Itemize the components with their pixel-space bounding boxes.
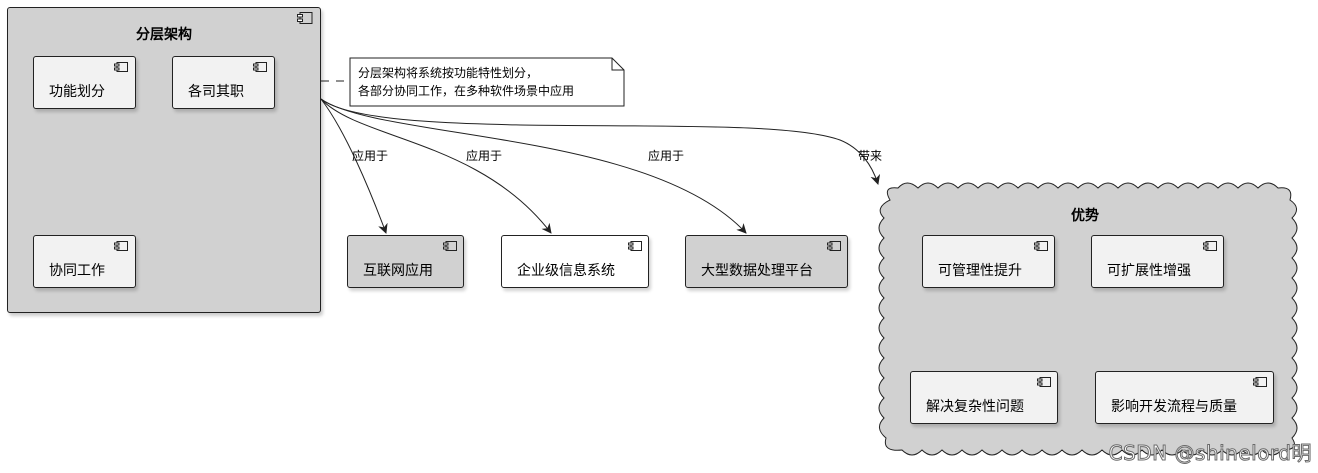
note-line-1: 分层架构将系统按功能特性划分， [358,66,539,80]
component-label: 企业级信息系统 [517,263,615,279]
component-icon [1034,241,1048,251]
component-big-data-platform: 大型数据处理平台 [685,235,848,288]
advantages-title: 优势 [1071,208,1099,224]
component-label: 大型数据处理平台 [701,263,813,279]
component-label: 协同工作 [49,263,105,279]
note-fold [611,58,624,71]
component-label: 解决复杂性问题 [926,399,1024,415]
component-label: 各司其职 [188,84,244,100]
component-responsibility: 各司其职 [172,56,275,109]
component-icon [628,241,642,251]
arrow-to-advantages [320,98,881,185]
component-icon [114,241,128,251]
note-line-2: 各部分协同工作，在多种软件场景中应用 [358,84,575,98]
edge-label-applied-1: 应用于 [352,149,389,163]
component-label: 影响开发流程与质量 [1111,399,1237,415]
edge-label-applied-3: 应用于 [648,149,685,163]
note-shape [349,57,625,107]
component-label: 可扩展性增强 [1107,263,1191,279]
component-scalability: 可扩展性增强 [1091,235,1224,288]
component-label: 互联网应用 [363,263,433,279]
component-complexity: 解决复杂性问题 [910,371,1058,424]
component-enterprise-system: 企业级信息系统 [501,235,649,288]
component-function-division: 功能划分 [33,56,136,109]
layered-architecture-title: 分层架构 [136,27,192,43]
edge-label-brings: 带来 [858,149,883,163]
arrow-to-internet-app [320,98,388,234]
arrow-to-enterprise-system [320,98,552,234]
component-icon [443,241,457,251]
arrow-to-big-data-platform [320,98,747,234]
component-collaboration: 协同工作 [33,235,136,288]
component-icon [253,62,267,72]
component-internet-app: 互联网应用 [347,235,464,288]
component-icon [297,12,313,24]
component-label: 可管理性提升 [938,263,1022,279]
component-icon [1203,241,1217,251]
edge-label-applied-2: 应用于 [466,149,503,163]
component-dev-process: 影响开发流程与质量 [1095,371,1274,424]
component-icon [827,241,841,251]
component-icon [114,62,128,72]
watermark: CSDN @shinelord明 [1108,441,1312,466]
component-icon [1253,377,1267,387]
component-label: 功能划分 [49,84,105,100]
component-icon [1037,377,1051,387]
component-manageability: 可管理性提升 [922,235,1055,288]
